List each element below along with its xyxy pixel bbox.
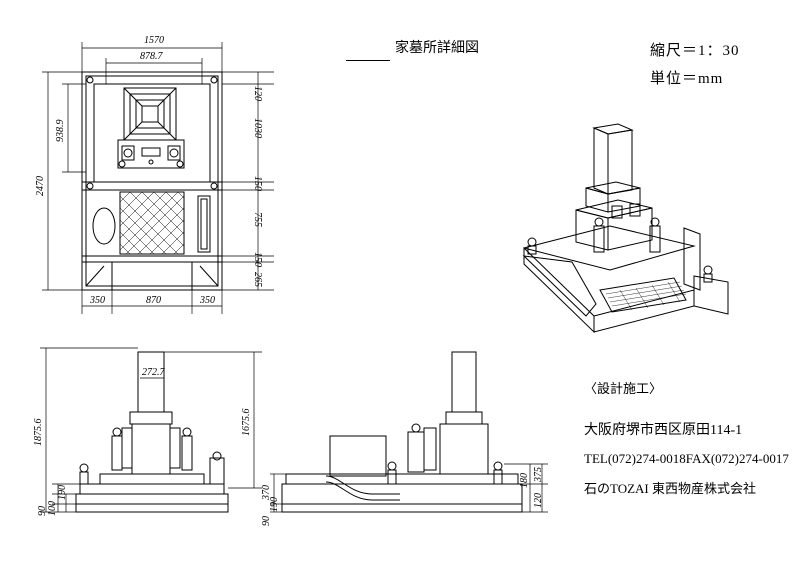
dim-tower-width: 272.7	[142, 367, 165, 378]
dim-base-b: 100	[47, 501, 58, 516]
dim-base-c: 190	[57, 485, 68, 500]
isometric-view	[522, 123, 729, 334]
dim-seg-lower: 755	[252, 212, 263, 227]
dim-seg-top: 120	[252, 86, 263, 101]
dim-right-width: 350	[200, 295, 215, 306]
dim-seg-front: 265	[252, 272, 263, 287]
credit-company: 石のTOZAI 東西物産株式会社	[584, 481, 757, 496]
dim-left-width: 350	[90, 295, 105, 306]
front-dimension-lines	[40, 347, 262, 513]
side-elevation	[281, 351, 523, 513]
dim-side-b: 90	[261, 516, 272, 526]
credit-address: 大阪府堺市西区原田114-1	[584, 423, 743, 438]
dim-side-d: 180	[519, 473, 530, 488]
dim-side-e: 375	[533, 467, 544, 482]
plan-dimension-lines	[42, 42, 274, 314]
dim-seg-upper: 1030	[252, 118, 263, 138]
credit-phone: TEL(072)274-0018FAX(072)274-0017	[584, 451, 789, 466]
dim-inner-width: 878.7	[140, 51, 163, 62]
dim-tower-height: 1675.6	[241, 408, 252, 437]
title-underline	[346, 60, 390, 61]
dim-total-height: 1875.6	[33, 418, 44, 447]
drawing-title: 家墓所詳細図	[395, 41, 479, 56]
unit-label: 単位＝mm	[650, 71, 724, 87]
scale-label: 縮尺＝1：30	[650, 43, 740, 59]
credit-label: 〈設計施工〉	[584, 381, 663, 396]
dim-total-width: 1570	[144, 35, 164, 46]
plan-view	[81, 71, 223, 291]
side-dimension-lines	[270, 463, 548, 513]
dim-seg-mid: 150	[252, 176, 263, 191]
dim-seg-step: 150	[252, 252, 263, 267]
dim-total-depth: 2470	[35, 176, 46, 196]
dim-side-c: 190	[269, 497, 280, 512]
dim-upper-depth: 938.9	[55, 119, 66, 143]
dim-side-f: 120	[533, 493, 544, 508]
dim-center-width: 870	[146, 295, 161, 306]
front-elevation	[75, 351, 229, 513]
